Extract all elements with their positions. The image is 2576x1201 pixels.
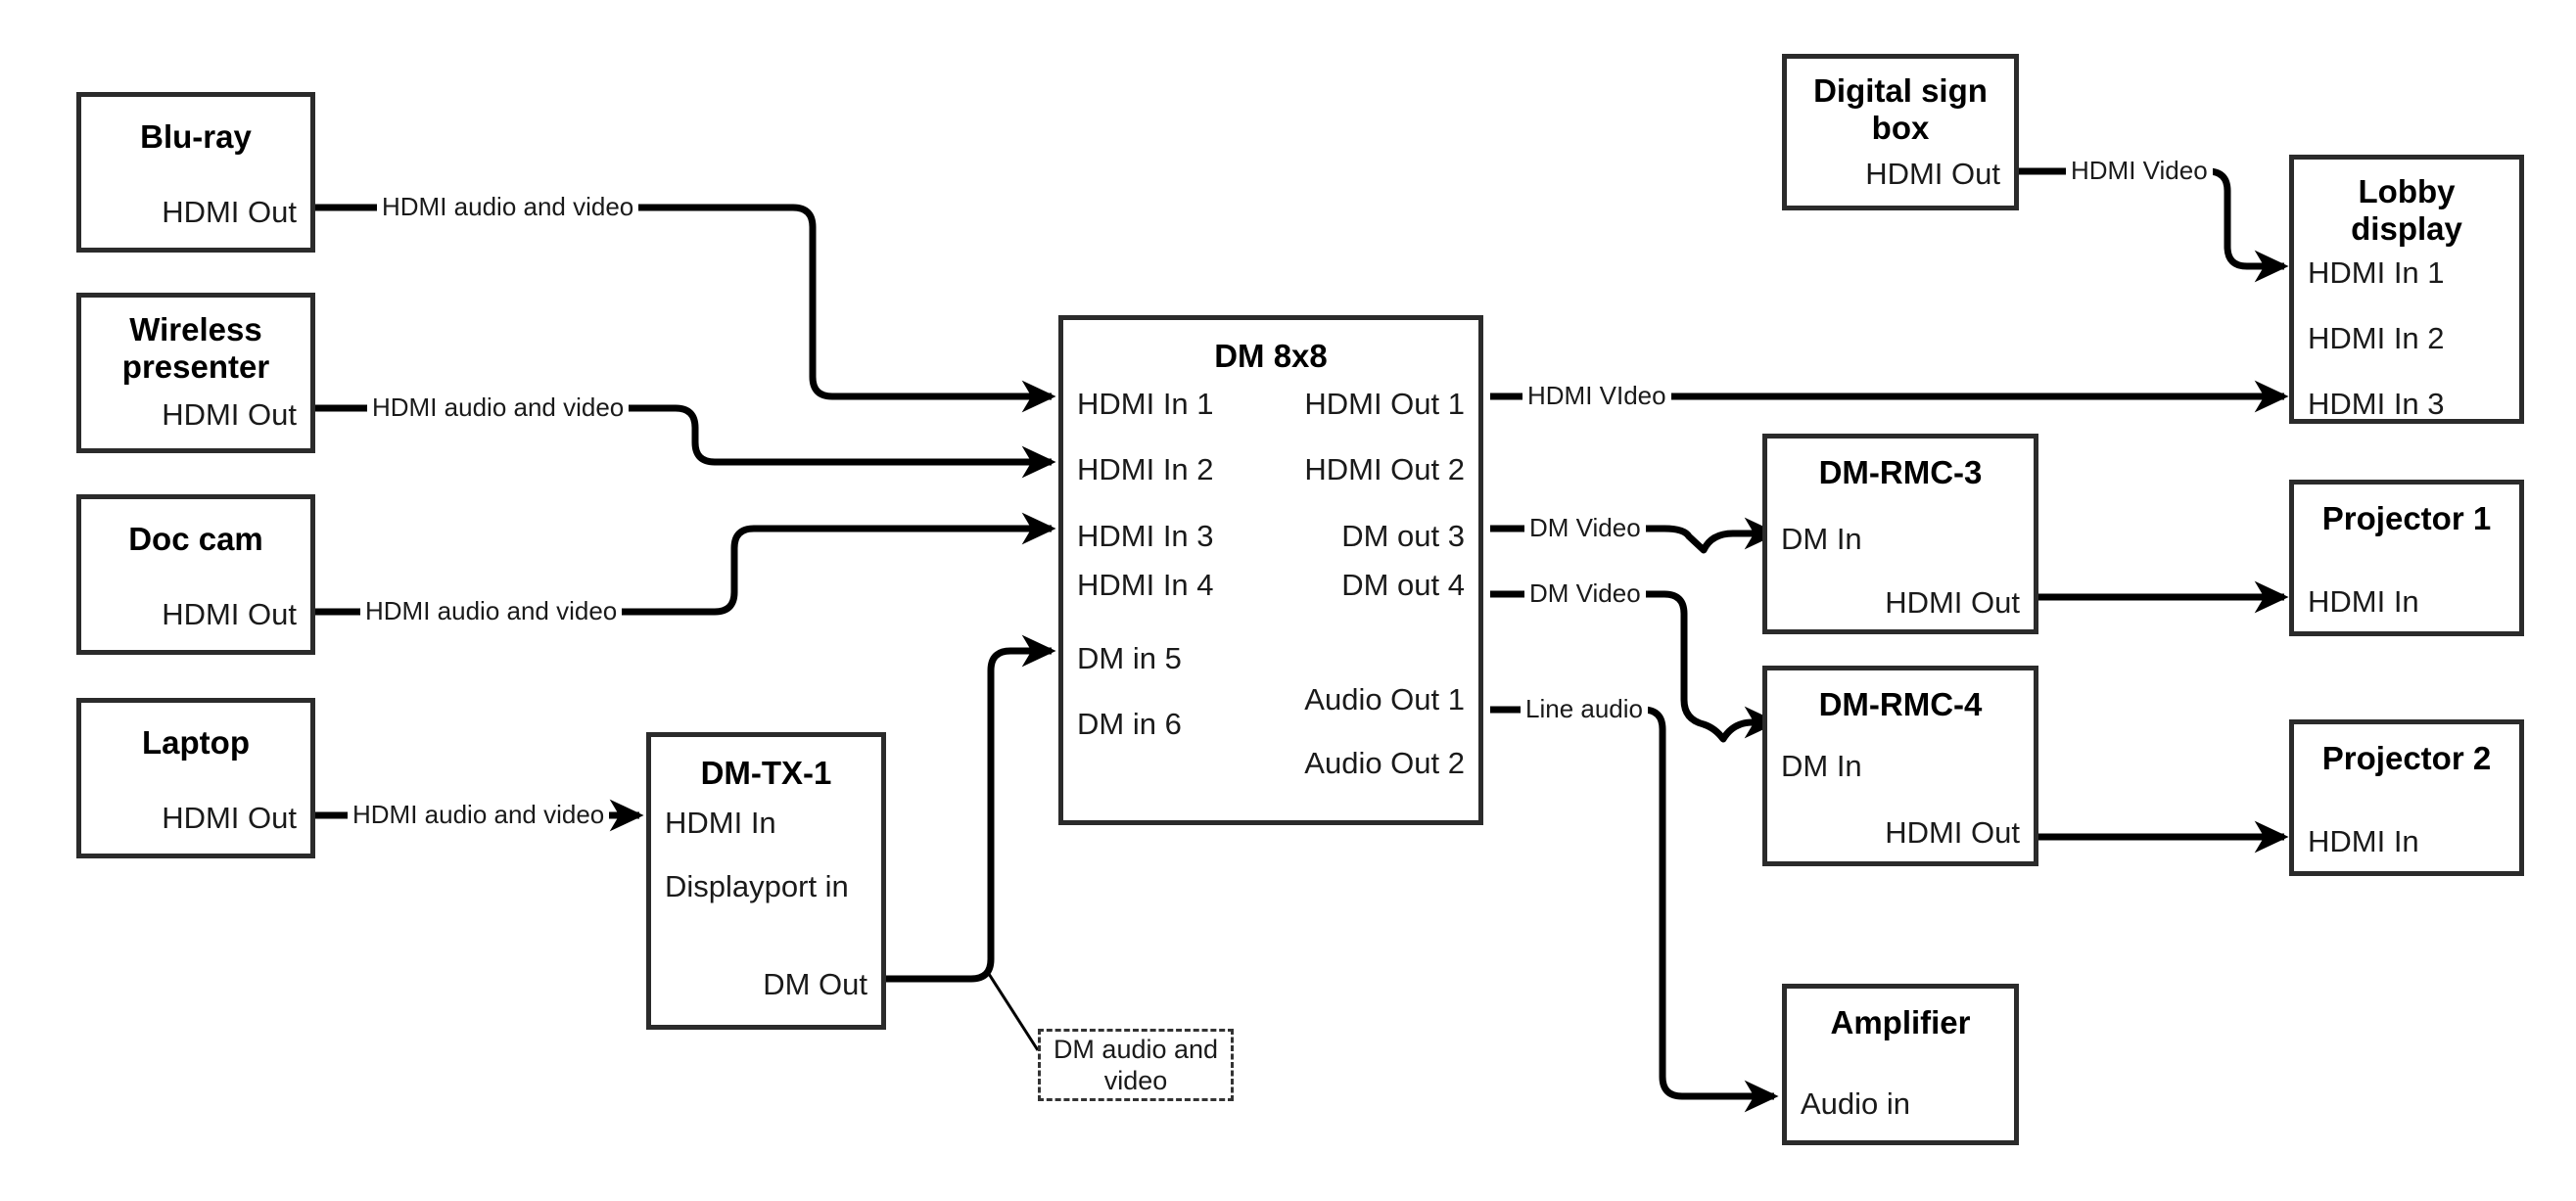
node-digital-sign-box-port-hdmi-out: HDMI Out	[1865, 157, 2000, 191]
node-doc-cam-port-hdmi-out: HDMI Out	[162, 597, 297, 631]
wire-wireless-to-dm8x8-in2	[315, 404, 1056, 479]
node-wireless-presenter-port-hdmi-out: HDMI Out	[162, 397, 297, 432]
node-dm-8x8-port-dm-in-5: DM in 5	[1077, 641, 1182, 675]
node-projector-2-port-hdmi-in: HDMI In	[2308, 824, 2419, 858]
node-dm-tx-1-port-displayport-in: Displayport in	[665, 869, 849, 903]
node-amplifier-port-audio-in: Audio in	[1801, 1086, 1911, 1121]
node-bluray[interactable]: Blu-ray HDMI Out	[76, 92, 315, 253]
node-projector-1-title: Projector 1	[2321, 500, 2492, 536]
edge-label-wireless-to-dm8x8: HDMI audio and video	[367, 394, 630, 420]
node-dm-8x8[interactable]: DM 8x8 HDMI In 1 HDMI In 2 HDMI In 3 HDM…	[1058, 315, 1483, 825]
node-digital-sign-box[interactable]: Digital sign box HDMI Out	[1782, 54, 2019, 210]
wire-dm8x8-out4-to-rmc4	[1490, 590, 1779, 743]
node-lobby-display-title: Lobby display	[2351, 173, 2462, 247]
node-dm-tx-1-title: DM-TX-1	[700, 755, 832, 791]
wire-dm8x8-audioout1-to-amplifier	[1490, 706, 1779, 1113]
callout-dm-audio-and-video: DM audio and video	[1038, 1029, 1234, 1101]
node-projector-2-title: Projector 2	[2321, 740, 2492, 776]
node-lobby-display-port-hdmi-in-2: HDMI In 2	[2308, 321, 2445, 355]
node-wireless-presenter[interactable]: Wireless presenter HDMI Out	[76, 293, 315, 453]
node-doc-cam[interactable]: Doc cam HDMI Out	[76, 494, 315, 655]
edge-label-sign-to-lobby: HDMI Video	[2066, 158, 2213, 183]
node-dm-rmc-4[interactable]: DM-RMC-4 DM In HDMI Out	[1762, 666, 2038, 866]
wire-doccam-to-dm8x8-in3	[315, 512, 1056, 616]
edge-label-doccam-to-dm8x8: HDMI audio and video	[360, 598, 623, 624]
node-dm-rmc-3-title: DM-RMC-3	[1818, 454, 1983, 490]
node-bluray-port-hdmi-out: HDMI Out	[162, 195, 297, 229]
node-digital-sign-box-title: Digital sign box	[1813, 72, 1988, 146]
node-dm-8x8-port-hdmi-in-1: HDMI In 1	[1077, 387, 1214, 421]
wire-sign-to-lobby-in1	[2019, 167, 2289, 283]
callout-leader-line	[987, 973, 1040, 1051]
node-laptop[interactable]: Laptop HDMI Out	[76, 698, 315, 858]
wire-dm8x8-out3-to-rmc3	[1490, 517, 1779, 554]
node-dm-rmc-3-port-dm-in: DM In	[1781, 522, 1862, 556]
node-dm-rmc-3-port-hdmi-out: HDMI Out	[1885, 585, 2020, 620]
node-lobby-display[interactable]: Lobby display HDMI In 1 HDMI In 2 HDMI I…	[2289, 155, 2524, 424]
node-wireless-presenter-title: Wireless presenter	[121, 311, 270, 385]
node-lobby-display-port-hdmi-in-1: HDMI In 1	[2308, 255, 2445, 290]
node-dm-rmc-3[interactable]: DM-RMC-3 DM In HDMI Out	[1762, 434, 2038, 634]
edge-label-dm8x8-audioout1-to-amplifier: Line audio	[1521, 696, 1648, 721]
node-dm-8x8-port-dm-out-4: DM out 4	[1341, 568, 1465, 602]
node-dm-tx-1-port-dm-out: DM Out	[763, 967, 867, 1001]
node-lobby-display-port-hdmi-in-3: HDMI In 3	[2308, 387, 2445, 421]
node-dm-rmc-4-port-dm-in: DM In	[1781, 749, 1862, 783]
node-doc-cam-title: Doc cam	[128, 521, 263, 557]
node-amplifier[interactable]: Amplifier Audio in	[1782, 984, 2019, 1145]
wire-dmtx1-to-dm8x8-in5	[886, 634, 1056, 983]
node-bluray-title: Blu-ray	[140, 118, 252, 155]
edge-label-dm8x8-out1-to-lobby: HDMI VIdeo	[1522, 383, 1671, 408]
node-dm-8x8-port-hdmi-in-2: HDMI In 2	[1077, 452, 1214, 486]
node-dm-rmc-4-title: DM-RMC-4	[1818, 686, 1983, 722]
node-dm-8x8-port-hdmi-in-3: HDMI In 3	[1077, 519, 1214, 553]
node-dm-8x8-port-audio-out-1: Audio Out 1	[1304, 682, 1465, 716]
node-dm-8x8-port-hdmi-out-2: HDMI Out 2	[1304, 452, 1465, 486]
wire-bluray-to-dm8x8-in1	[315, 204, 1056, 413]
edge-label-laptop-to-dmtx1: HDMI audio and video	[348, 802, 610, 827]
edge-label-bluray-to-dm8x8: HDMI audio and video	[377, 194, 639, 219]
node-dm-8x8-port-hdmi-out-1: HDMI Out 1	[1304, 387, 1465, 421]
edge-label-dm8x8-out4-to-rmc4: DM Video	[1524, 580, 1646, 606]
node-dm-8x8-title: DM 8x8	[1214, 338, 1328, 374]
node-projector-1-port-hdmi-in: HDMI In	[2308, 584, 2419, 619]
node-dm-8x8-port-audio-out-2: Audio Out 2	[1304, 746, 1465, 780]
node-laptop-title: Laptop	[142, 724, 250, 761]
node-dm-rmc-4-port-hdmi-out: HDMI Out	[1885, 815, 2020, 850]
node-dm-8x8-port-dm-out-3: DM out 3	[1341, 519, 1465, 553]
node-dm-8x8-port-dm-in-6: DM in 6	[1077, 707, 1182, 741]
node-projector-2[interactable]: Projector 2 HDMI In	[2289, 719, 2524, 876]
edge-label-dm8x8-out3-to-rmc3: DM Video	[1524, 515, 1646, 540]
node-amplifier-title: Amplifier	[1830, 1004, 1971, 1040]
node-dm-tx-1[interactable]: DM-TX-1 HDMI In Displayport in DM Out	[646, 732, 886, 1030]
node-laptop-port-hdmi-out: HDMI Out	[162, 801, 297, 835]
node-dm-8x8-port-hdmi-in-4: HDMI In 4	[1077, 568, 1214, 602]
node-dm-tx-1-port-hdmi-in: HDMI In	[665, 806, 776, 840]
node-projector-1[interactable]: Projector 1 HDMI In	[2289, 480, 2524, 636]
